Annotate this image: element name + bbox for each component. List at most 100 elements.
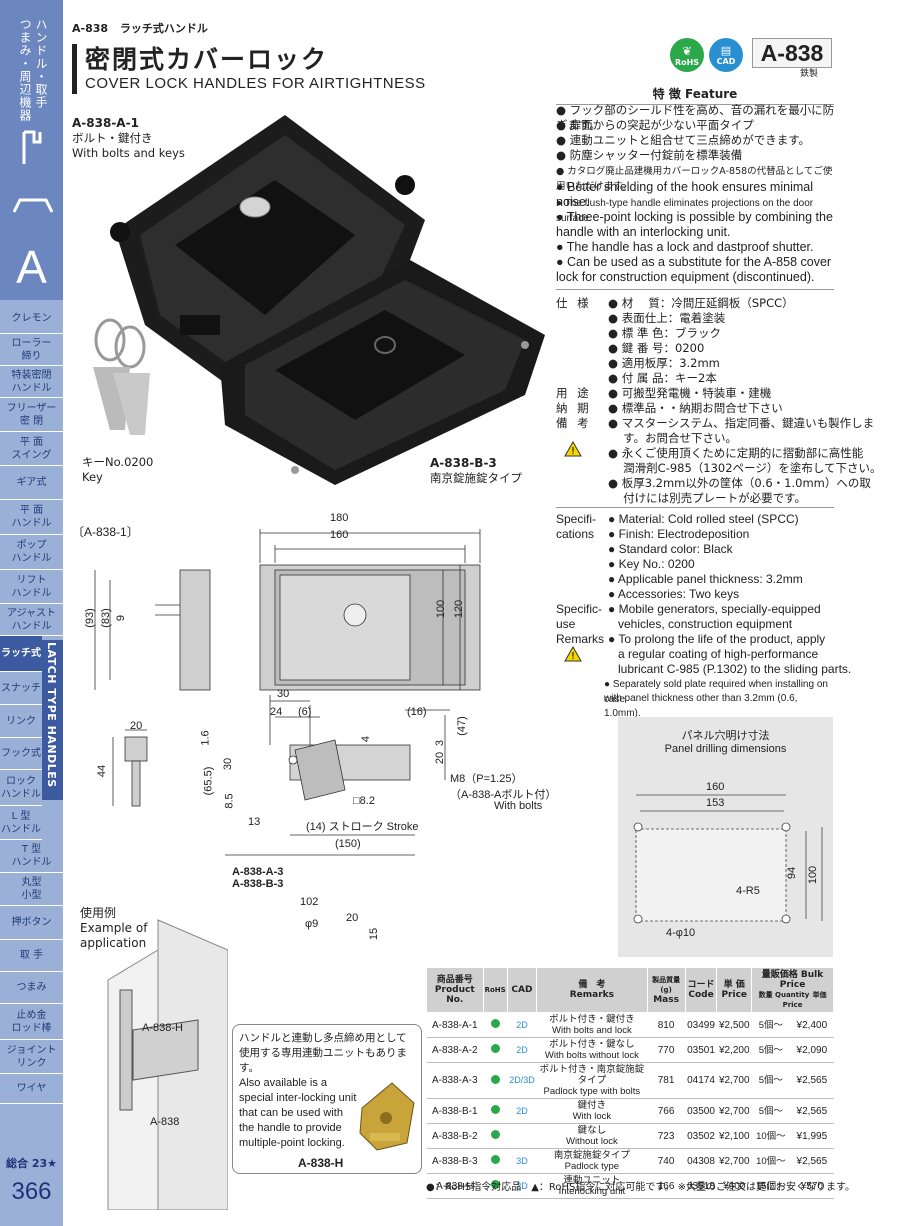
cell-no: A-838-A-1 — [426, 1012, 484, 1038]
spec-value: ● 標準品・・納期お問合せ下さい — [608, 401, 783, 415]
cell-mass: 166 — [647, 1173, 686, 1199]
spec-value: lubricant C-985 (P.1302) to the sliding … — [608, 662, 852, 676]
sidebar-item[interactable]: 止め金 ロッド棒 — [0, 1004, 63, 1040]
title-bar — [72, 44, 77, 94]
sidebar-item[interactable]: フリーザー 密 閉 — [0, 398, 63, 432]
feature-jp-4: ● 防塵シャッター付錠前を標準装備 — [556, 148, 743, 162]
cell-bulk: ¥2,565 — [790, 1062, 834, 1099]
spec-key: Specific- — [556, 602, 603, 616]
cell-no: A-838-A-2 — [426, 1037, 484, 1063]
breadcrumb-category: ラッチ式ハンドル — [119, 22, 208, 35]
sidebar-item[interactable]: ギア式 — [0, 466, 63, 500]
svg-text:!: ! — [571, 446, 575, 457]
feature-en-2: ● The flush-type handle eliminates proje… — [556, 198, 814, 224]
sidebar-item[interactable]: クレモン — [0, 303, 63, 334]
cell-code: 03500 — [685, 1098, 717, 1124]
cell-mass: 723 — [647, 1123, 686, 1149]
cell-qty: 10個〜 — [751, 1148, 791, 1174]
spec-value: ● Standard color: Black — [608, 542, 733, 556]
cell-price: ¥2,200 — [716, 1037, 752, 1063]
sidebar-item[interactable]: ワイヤ — [0, 1074, 63, 1104]
interlocking-unit-image — [359, 1082, 415, 1151]
spec-value: ● 鍵 番 号：0200 — [608, 341, 705, 355]
spec-value: す。お問合せ下さい。 — [608, 431, 738, 445]
sidebar-item[interactable]: リフト ハンドル — [0, 570, 63, 604]
latch-band — [42, 640, 63, 800]
sidebar-item[interactable]: アジャスト ハンドル — [0, 604, 63, 636]
rohs-dot-icon — [490, 1105, 500, 1114]
sidebar-item[interactable]: フック式 — [0, 738, 42, 770]
cell-qty: 5個〜 — [751, 1037, 791, 1063]
dim-24: 24 — [270, 706, 283, 718]
document-icon: ▤ — [720, 44, 732, 57]
sidebar-item[interactable]: 丸型 小型 — [0, 873, 63, 906]
sidebar-letter: A — [16, 241, 47, 293]
cell-cad: 2D — [507, 1173, 537, 1199]
feature-en-4: handle with an interlocking unit. — [556, 225, 731, 239]
warning-icon: ! — [564, 441, 582, 457]
sidebar-total: 総合 23★ — [6, 1157, 57, 1170]
sidebar: ハンドル・取手 つまみ・周辺機器 A クレモンローラー 締り特装密閉 ハンドルフ… — [0, 0, 63, 1226]
sidebar-item[interactable]: L 型 ハンドル — [0, 806, 42, 840]
sidebar-item[interactable]: 特装密閉 ハンドル — [0, 366, 63, 398]
dim-13: 13 — [248, 816, 261, 828]
spec-key: use — [556, 617, 576, 631]
cell-cad: 2D — [507, 1098, 537, 1124]
cell-cad: 2D — [507, 1037, 537, 1063]
sidebar-category-title-1: ハンドル・取手 — [34, 18, 48, 109]
sidebar-item[interactable]: 平 面 ハンドル — [0, 500, 63, 535]
sidebar-item[interactable]: つまみ — [0, 972, 63, 1004]
cell-mass: 770 — [647, 1037, 686, 1063]
dim-key-44: 44 — [96, 764, 109, 778]
sidebar-item[interactable]: 平 面 スイング — [0, 432, 63, 466]
cell-price: ¥2,500 — [716, 1012, 752, 1038]
sidebar-item[interactable]: リンク — [0, 705, 42, 738]
spec-value: ● 付 属 品：キー2本 — [608, 371, 717, 385]
sidebar-item[interactable]: ラッチ式 — [0, 636, 42, 672]
handle-icon — [22, 130, 42, 164]
product-b3-label: A-838-B-3 南京錠施錠タイプ — [430, 456, 522, 485]
rohs-dot-icon — [490, 1130, 500, 1139]
sidebar-item[interactable]: 押ボタン — [0, 906, 63, 940]
sidebar-item[interactable]: ポップ ハンドル — [0, 535, 63, 570]
cell-qty: 15個〜 — [751, 1173, 791, 1199]
cell-mass: 781 — [647, 1062, 686, 1099]
dim-150: (150) — [335, 838, 361, 850]
cell-mass: 740 — [647, 1148, 686, 1174]
dim-8-5: 8.5 — [223, 793, 236, 809]
panel-drawing — [633, 794, 823, 924]
usage-illustration — [107, 919, 228, 1210]
product-photos — [93, 115, 545, 485]
sidebar-item[interactable]: ローラー 締り — [0, 334, 63, 366]
note-jp: ハンドルと連動し多点締め用として使用する専用連動ユニットもあります。 — [239, 1032, 407, 1074]
sidebar-item[interactable]: T 型 ハンドル — [0, 840, 63, 873]
panel-dim-100: 100 — [807, 865, 820, 885]
leaf-icon: ❦ — [681, 43, 693, 58]
cell-price: ¥2,700 — [716, 1148, 752, 1174]
sidebar-item[interactable]: 取 手 — [0, 940, 63, 972]
dim-4: 4 — [360, 735, 373, 743]
spec-key: 用 途 — [556, 386, 592, 400]
warning-icon: ! — [564, 646, 582, 662]
cell-price: ¥2,100 — [716, 1123, 752, 1149]
panel-title-jp: パネル穴明け寸法 — [681, 729, 770, 742]
usage-label-838: A-838 — [150, 1116, 180, 1128]
sidebar-item[interactable]: ロック ハンドル — [0, 770, 42, 806]
dim-phi9: φ9 — [305, 918, 319, 930]
rohs-badge: ❦ RoHS — [670, 38, 704, 72]
sidebar-item[interactable]: ジョイント リンク — [0, 1040, 63, 1074]
spec-value: ● 永くご使用頂くために定期的に摺動部に高性能 — [608, 446, 864, 460]
cell-qty: 5個〜 — [751, 1062, 791, 1099]
cell-price: ¥2,700 — [716, 1098, 752, 1124]
cell-mass: 766 — [647, 1098, 686, 1124]
note-product: A-838-H — [298, 1156, 344, 1170]
features-heading: 特 徴 Feature — [556, 85, 834, 105]
dim-20b: 20 — [346, 912, 359, 924]
cell-cad: 3D — [507, 1148, 537, 1174]
sidebar-item[interactable]: スナッチ — [0, 672, 42, 705]
